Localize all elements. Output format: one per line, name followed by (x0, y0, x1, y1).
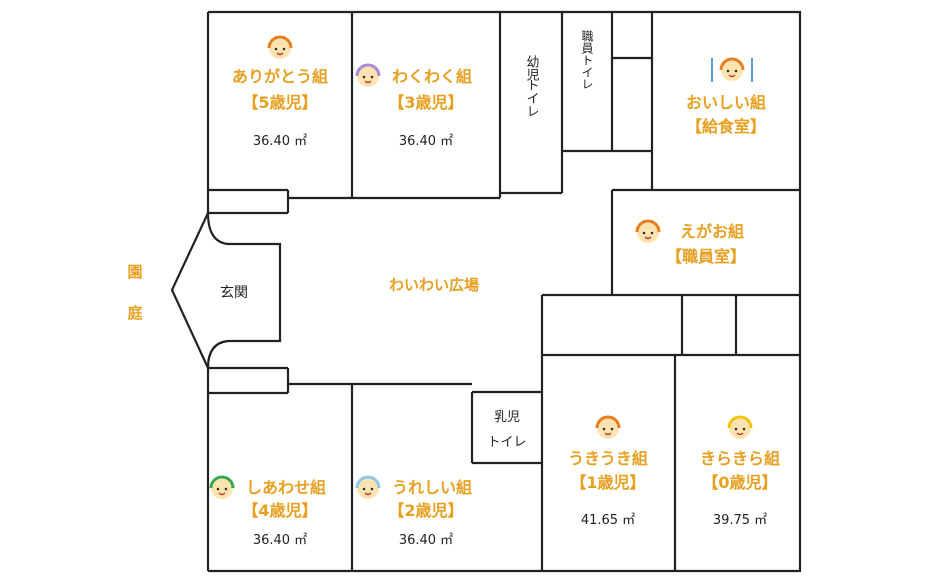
walls (170, 10, 802, 573)
entrance-label: 玄関 (220, 284, 248, 301)
room-age: 【3歳児】 (388, 93, 463, 112)
room-age: 【5歳児】 (242, 93, 317, 112)
baby-toilet: 乳児 トイレ (487, 410, 526, 450)
room-area: 39.75 ㎡ (713, 513, 767, 528)
room-area: 36.40 ㎡ (399, 134, 453, 149)
room-shiawase: しあわせ組【4歳児】 36.40 ㎡ (209, 475, 326, 548)
room-name: えがお組 (680, 222, 744, 241)
room-name: きらきら組 (700, 449, 780, 468)
courtyard-label-1: 園 (127, 263, 142, 281)
infant-toilet-label-2: トイレ (524, 79, 539, 118)
room-name: ありがとう組 (232, 67, 328, 86)
smiley-face-icon (595, 415, 621, 439)
room-ureshii: うれしい組【2歳児】 36.40 ㎡ (355, 475, 472, 548)
staff-toilet-label-2: トイレ (580, 54, 594, 90)
room-ukiuki: うきうき組【1歳児】 41.65 ㎡ (568, 415, 648, 528)
room-age: 【0歳児】 (702, 473, 777, 492)
room-name: うきうき組 (568, 449, 648, 468)
room-wakuwaku: わくわく組【3歳児】 36.40 ㎡ (355, 63, 472, 149)
room-oishii: おいしい組【給食室】 (686, 57, 766, 136)
baby-toilet-label-1: 乳児 (494, 410, 520, 425)
room-age: 【2歳児】 (388, 501, 463, 520)
smiley-face-icon (209, 475, 235, 499)
smiley-face-icon (355, 475, 381, 499)
room-age: 【4歳児】 (242, 501, 317, 520)
room-egao: えがお組【職員室】 (635, 219, 746, 266)
room-age: 【給食室】 (686, 117, 766, 136)
room-name: しあわせ組 (246, 478, 326, 497)
room-age: 【職員室】 (666, 247, 746, 266)
baby-toilet-label-2: トイレ (487, 435, 526, 450)
room-area: 36.40 ㎡ (399, 533, 453, 548)
staff-toilet-label-1: 職員 (580, 30, 594, 54)
room-arigatou: ありがとう組【5歳児】 36.40 ㎡ (232, 35, 328, 149)
plaza-label: わいわい広場 (389, 276, 479, 294)
smiley-face-icon (355, 63, 381, 87)
room-area: 36.40 ㎡ (253, 533, 307, 548)
smiley-face-icon (635, 219, 661, 243)
infant-toilet-label-1: 幼児 (524, 55, 540, 82)
room-area: 36.40 ㎡ (253, 134, 307, 149)
room-name: おいしい組 (686, 93, 766, 112)
room-area: 41.65 ㎡ (581, 513, 635, 528)
smiley-face-icon (727, 415, 753, 439)
room-age: 【1歳児】 (570, 473, 645, 492)
room-name: わくわく組 (392, 67, 472, 86)
fork-knife-icon (711, 58, 753, 82)
rooms: ありがとう組【5歳児】 36.40 ㎡ わくわく組【3歳児】 36.40 ㎡ おいしい組… (209, 35, 780, 548)
room-name: うれしい組 (392, 478, 472, 497)
staff-toilet: 職員 トイレ (580, 30, 594, 90)
smiley-face-icon (719, 57, 745, 81)
courtyard-label-2: 庭 (127, 304, 143, 322)
room-kirakira: きらきら組【0歳児】 39.75 ㎡ (700, 415, 780, 528)
infant-toilet: 幼児 トイレ (524, 55, 540, 118)
smiley-face-icon (267, 35, 293, 59)
